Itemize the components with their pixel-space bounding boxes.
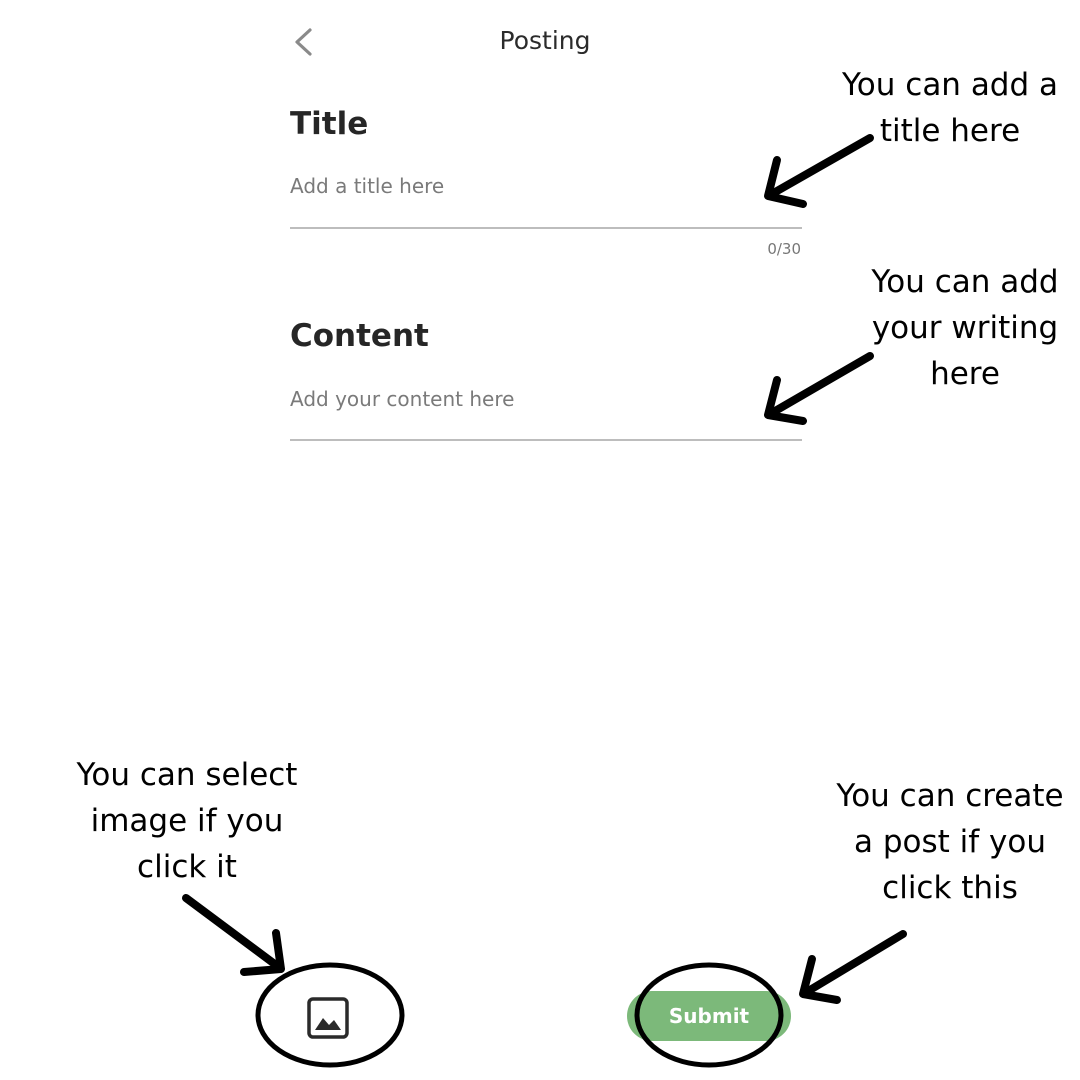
title-char-counter: 0/30 xyxy=(767,240,801,258)
submit-button[interactable]: Submit xyxy=(627,991,791,1041)
content-underline xyxy=(290,439,802,441)
image-arrow xyxy=(182,894,284,972)
content-label: Content xyxy=(290,318,429,354)
title-underline xyxy=(290,227,802,229)
content-input[interactable] xyxy=(290,382,802,416)
image-icon xyxy=(307,997,349,1039)
title-input[interactable] xyxy=(290,169,802,203)
content-annotation: You can add your writing here xyxy=(871,264,1059,392)
chevron-left-icon[interactable] xyxy=(290,24,320,60)
submit-annotation: You can create a post if you click this xyxy=(836,778,1064,906)
select-image-button[interactable] xyxy=(298,990,358,1046)
title-label: Title xyxy=(290,106,369,142)
submit-arrow xyxy=(801,930,907,997)
page-title: Posting xyxy=(499,26,591,55)
image-annotation: You can select image if you click it xyxy=(76,757,298,885)
title-annotation: You can add a title here xyxy=(841,67,1059,149)
